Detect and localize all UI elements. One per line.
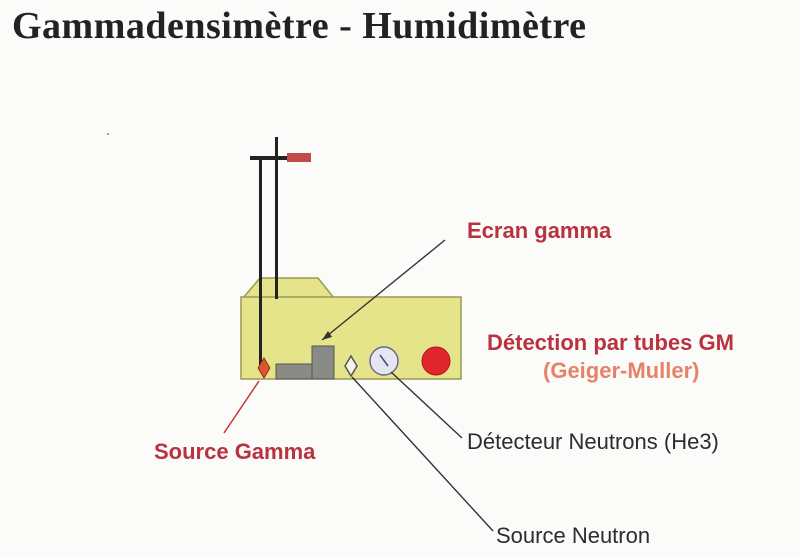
diagram-title: Gammadensimètre - Humidimètre <box>12 5 587 47</box>
speck <box>107 133 109 135</box>
label-source-neutron: Source Neutron <box>496 523 651 548</box>
leader-ecran-gamma <box>321 239 446 341</box>
label-detecteur-neutrons: Détecteur Neutrons (He3) <box>467 429 719 454</box>
leader-neutron-detector <box>390 371 463 439</box>
label-source-gamma: Source Gamma <box>154 439 316 464</box>
source-neutron-marker <box>344 354 358 378</box>
label-ecran-gamma: Ecran gamma <box>467 218 612 243</box>
leader-source-neutron <box>351 376 494 532</box>
label-geiger-muller: (Geiger-Muller) <box>543 358 700 383</box>
source-gamma-marker <box>257 357 271 379</box>
detector-mark <box>379 354 389 367</box>
rod-left <box>259 158 262 370</box>
rod-crossbar <box>250 156 290 160</box>
gamma-screen-low <box>275 363 314 380</box>
gauge-body-top <box>241 277 336 299</box>
gamma-screen-high <box>311 345 335 380</box>
gm-tube <box>421 346 451 376</box>
label-detection-gm: Détection par tubes GM <box>487 330 734 355</box>
handle-red <box>287 153 311 162</box>
rod-right <box>275 137 278 299</box>
leader-source-gamma <box>223 380 260 434</box>
leader-ecran-gamma-arrow <box>322 331 332 340</box>
